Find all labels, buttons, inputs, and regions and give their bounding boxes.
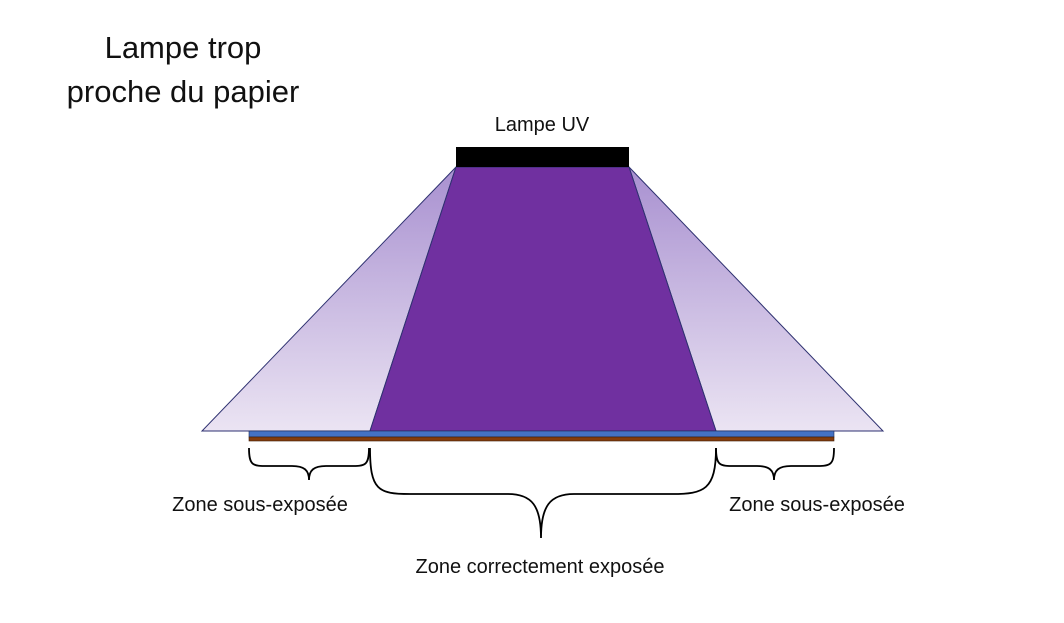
zone-label-left: Zone sous-exposée <box>172 494 348 516</box>
brace-left <box>248 447 370 481</box>
title-line-2: proche du papier <box>66 74 300 109</box>
brace-center <box>369 447 717 539</box>
diagram-title: Lampe trop proche du papier <box>40 26 326 114</box>
lamp-label: Lampe UV <box>494 114 590 136</box>
brace-right <box>715 447 835 481</box>
zone-label-center: Zone correctement exposée <box>415 556 665 578</box>
uv-lamp <box>456 147 629 167</box>
paper-brown-layer <box>248 436 835 442</box>
zone-label-right: Zone sous-exposée <box>729 494 905 516</box>
title-line-1: Lampe trop <box>104 30 262 65</box>
paper-blue-layer <box>248 430 835 438</box>
